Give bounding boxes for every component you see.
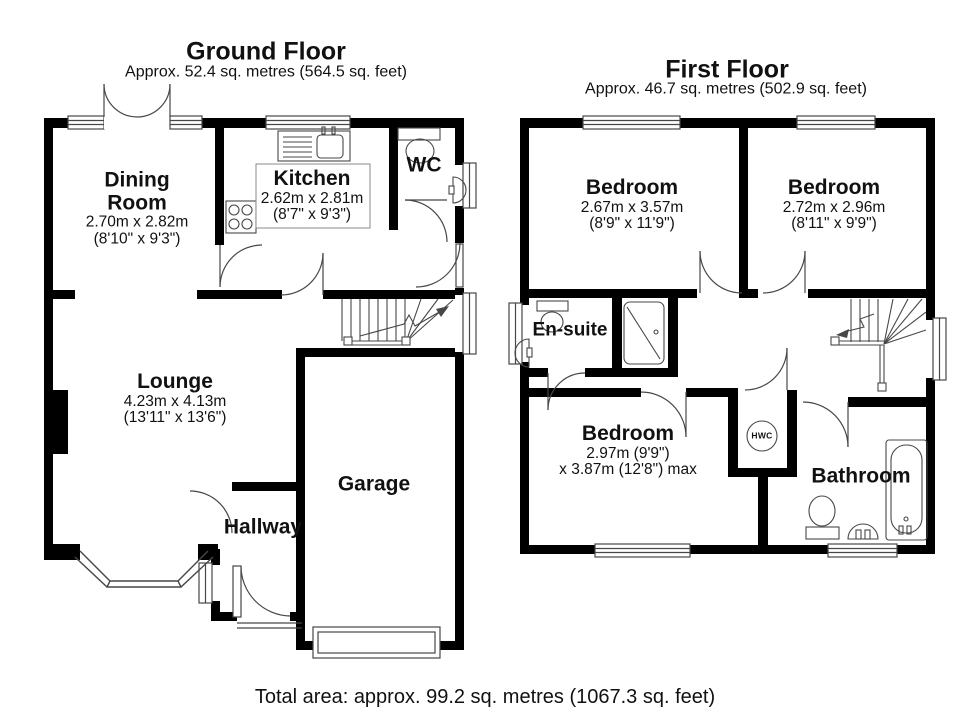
wc-basin-icon [448, 176, 467, 204]
stairs-down [830, 298, 927, 392]
bathtub-icon [885, 439, 928, 541]
shower-cubicle-icon [623, 301, 665, 365]
lounge-label: Lounge 4.23m x 4.13m (13'11" x 13'6") [123, 369, 227, 427]
bathroom-window [827, 543, 898, 558]
dining-room-label: Dining Room 2.70m x 2.82m (8'10" x 9'3") [85, 168, 189, 248]
garage-door [312, 626, 441, 659]
first-floor-doors [547, 250, 849, 448]
ground-floor-windows [67, 115, 477, 604]
kitchen-window [265, 115, 351, 130]
kitchen-hall-door-arc [280, 252, 324, 296]
ground-floor-area: Approx. 52.4 sq. metres (564.5 sq. feet) [125, 63, 407, 81]
hwc-door-arc [744, 347, 788, 391]
ensuite-toilet-icon [536, 300, 569, 333]
hwc-cylinder [746, 420, 778, 452]
bedroom3-label: Bedroom 2.97m (9'9") x 3.87m (12'8") max [559, 421, 697, 479]
back-door [415, 242, 464, 288]
lounge-hall-door-arc [189, 490, 233, 534]
kitchen-label-box [255, 163, 371, 229]
garage-label: Garage [337, 472, 411, 496]
wc-label: WC [406, 153, 442, 177]
dining-window-left [67, 115, 105, 130]
kitchen-sink-icon [277, 126, 351, 162]
bedroom3-window [594, 543, 691, 558]
bedroom1-door-arc [699, 250, 743, 294]
dining-window-right [169, 115, 203, 130]
first-floor-area: Approx. 46.7 sq. metres (502.9 sq. feet) [585, 80, 867, 98]
bedroom1-window [582, 115, 681, 130]
total-area-label: Total area: approx. 99.2 sq. metres (106… [254, 686, 716, 709]
hwc-label: HWC [751, 430, 773, 441]
stair-window-ground [455, 292, 477, 355]
wc-door-arc [404, 199, 448, 243]
bathroom-door-arc [802, 401, 849, 448]
hallway-window [198, 562, 220, 604]
ground-floor-title: Ground Floor [186, 37, 346, 66]
ensuite-label: En-suite [532, 319, 608, 341]
ensuite-window [508, 302, 529, 365]
bedroom2-window [796, 115, 876, 130]
hallway-label: Hallway [223, 515, 303, 539]
ground-floor-plan [44, 83, 477, 659]
french-door-opening [104, 116, 170, 129]
ground-floor-doors [189, 199, 464, 629]
bedroom1-label: Bedroom 2.67m x 3.57m (8'9" x 11'9") [580, 175, 684, 233]
bathroom-label: Bathroom [811, 464, 911, 488]
bedroom2-door-arc [762, 250, 806, 294]
kitchen-dining-door-arc [219, 244, 263, 288]
ensuite-basin-icon [514, 338, 533, 368]
front-door [232, 565, 302, 629]
wc-toilet-icon [397, 127, 441, 164]
bay-window [74, 550, 214, 588]
wc-window [455, 162, 477, 209]
first-floor-plan [508, 115, 947, 558]
bedroom2-label: Bedroom 2.72m x 2.96m (8'11" x 9'9") [782, 175, 886, 233]
ensuite-door-arc [547, 372, 586, 411]
kitchen-label: Kitchen 2.62m x 2.81m (8'7" x 9'3") [260, 166, 364, 224]
bedroom3-door-arc [640, 391, 687, 438]
bathroom-toilet-icon [805, 495, 840, 540]
first-floor-windows [508, 115, 947, 558]
stair-window-first [926, 317, 947, 381]
first-floor-title: First Floor [665, 55, 789, 84]
french-doors [103, 83, 171, 118]
stairs-up [341, 298, 454, 346]
bathroom-basin-icon [847, 523, 879, 540]
